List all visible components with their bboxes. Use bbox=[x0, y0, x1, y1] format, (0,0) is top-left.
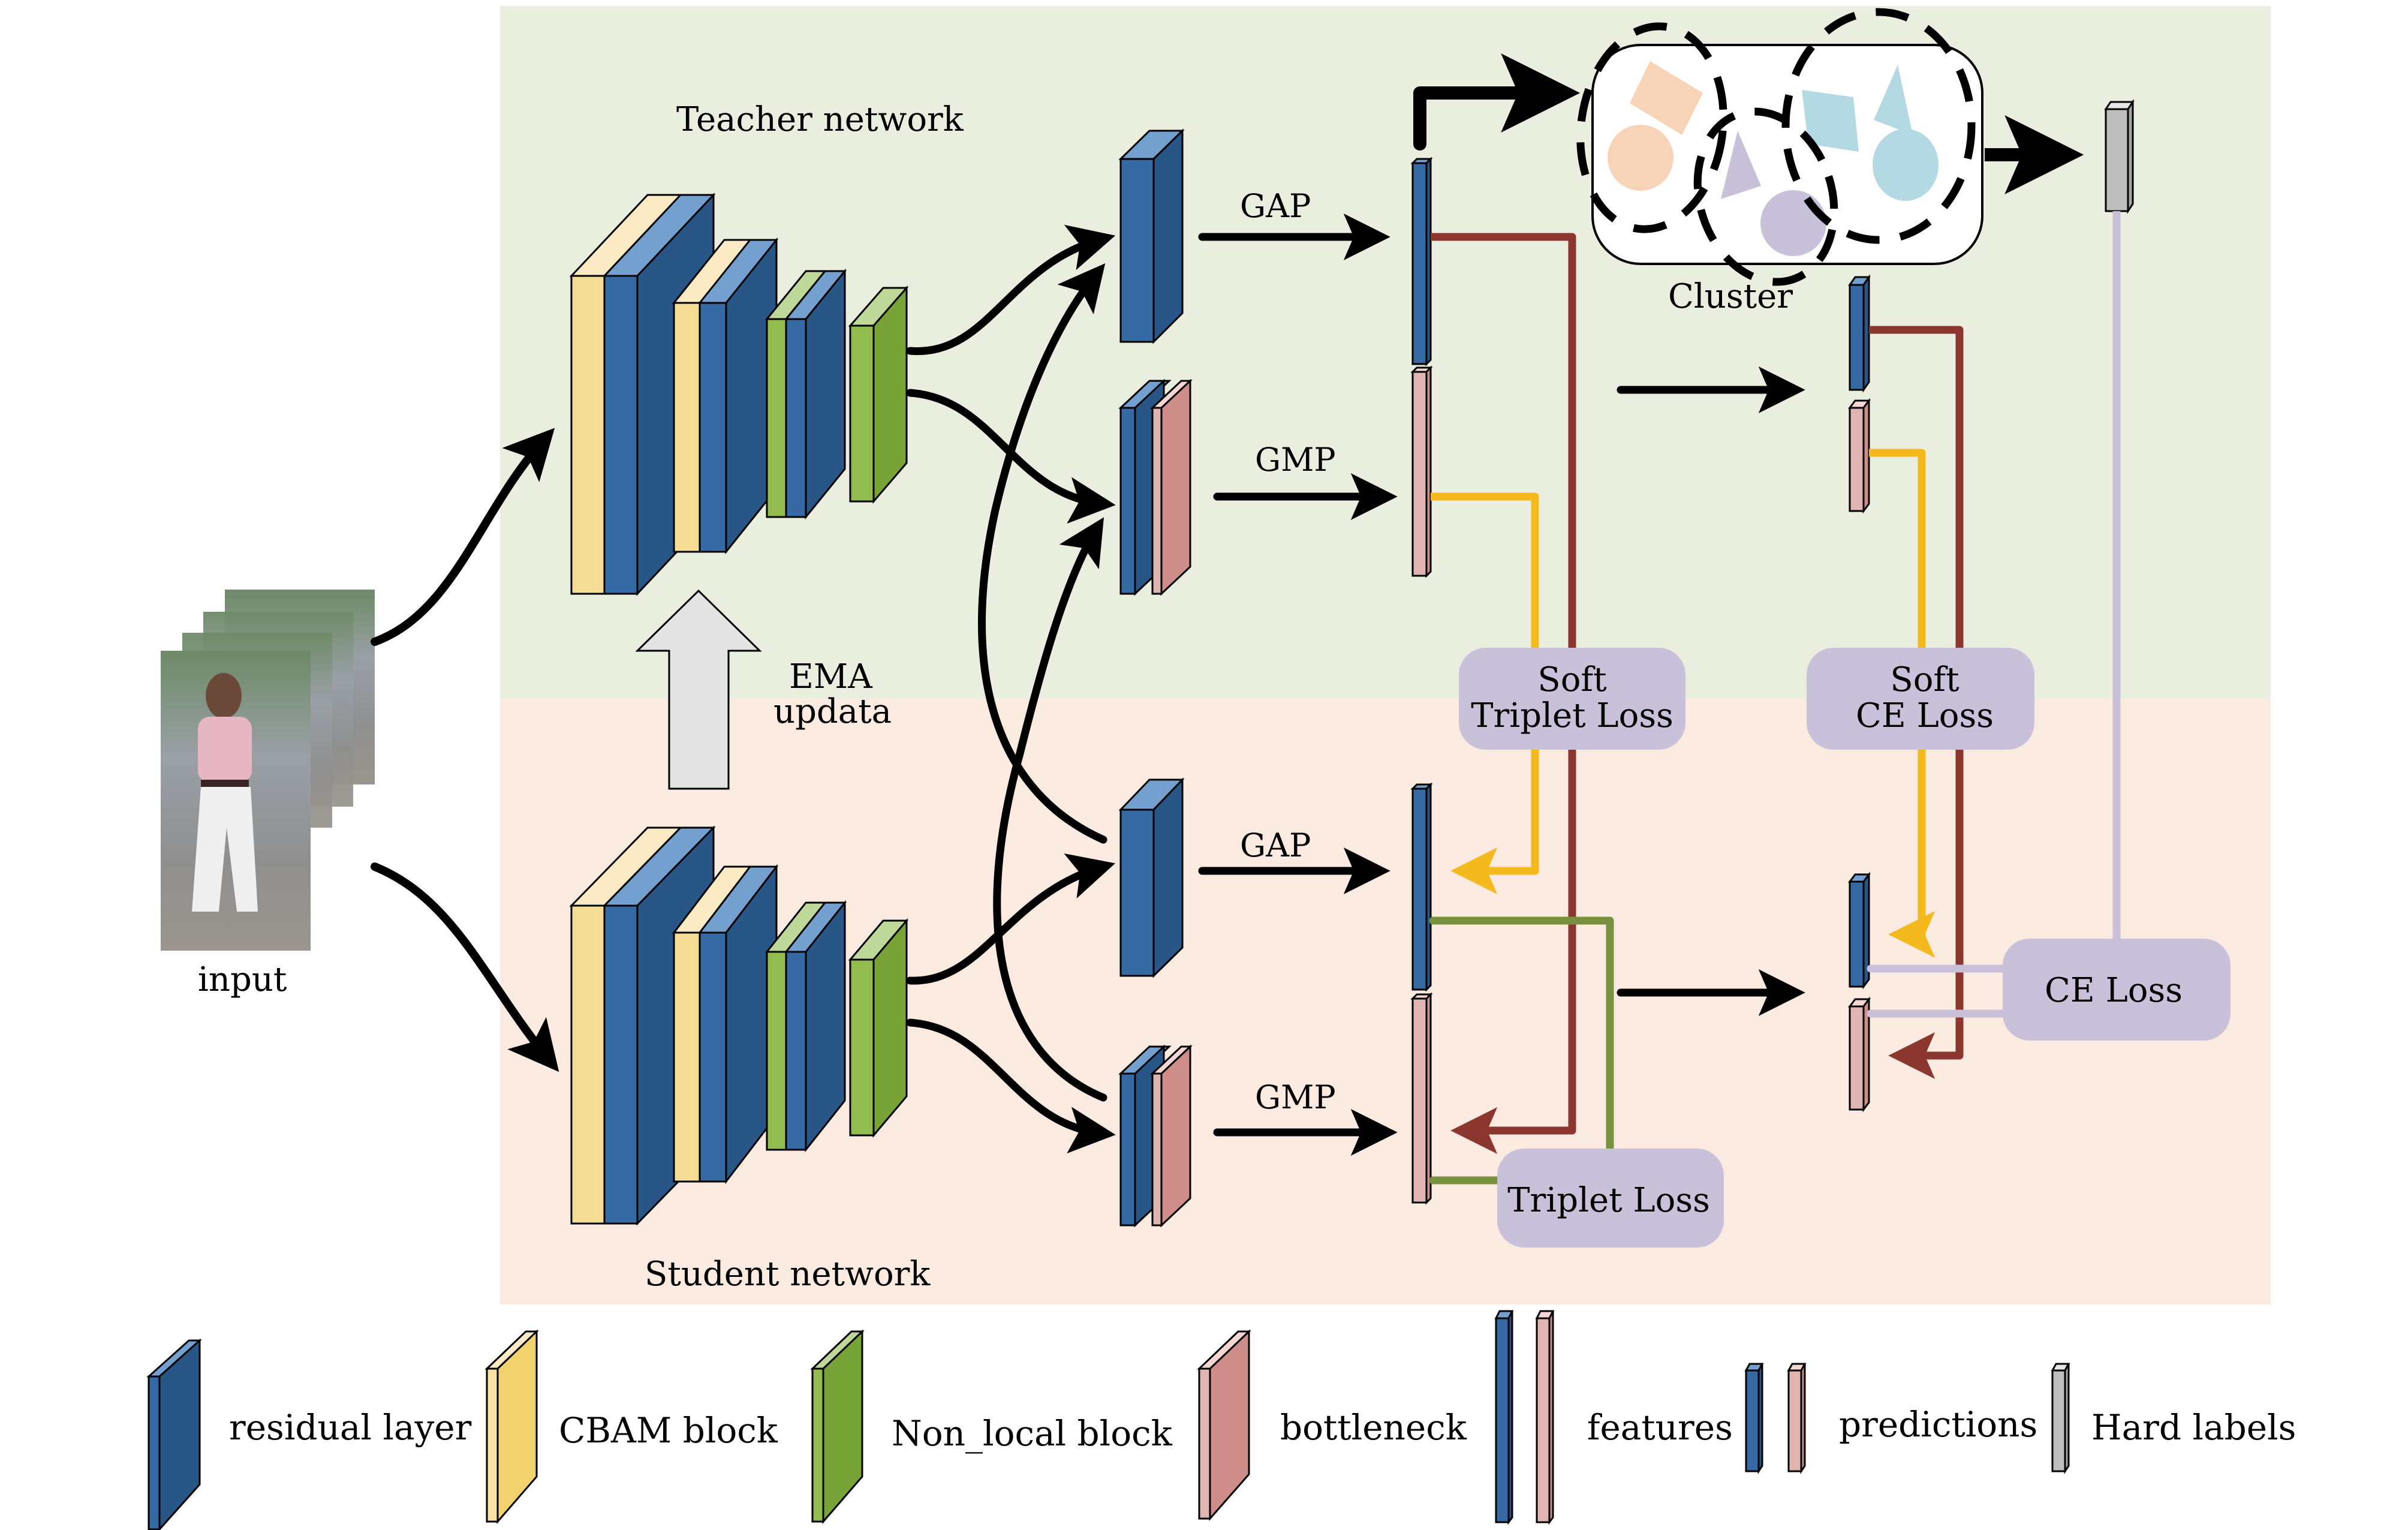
cluster-orange-circle bbox=[1608, 125, 1673, 191]
legend-item-residual-layer: residual layer bbox=[146, 1338, 472, 1530]
legend-label-cbam-block: CBAM block bbox=[559, 1410, 778, 1451]
legend-label-hard-labels: Hard labels bbox=[2091, 1407, 2296, 1448]
legend-item-features: features bbox=[1494, 1310, 1733, 1525]
input-to-student-arrow bbox=[371, 862, 559, 1072]
teacher-gmp-prediction bbox=[1848, 398, 1871, 514]
triplet-loss-box: Triplet Loss bbox=[1497, 1149, 1724, 1248]
cluster-orange-square bbox=[1630, 61, 1703, 135]
teacher-gmp-label: GMP bbox=[1255, 441, 1336, 479]
cluster-box bbox=[1576, 8, 1983, 286]
teacher-gmp-feature-map bbox=[1118, 378, 1193, 596]
student-gmp-label: GMP bbox=[1255, 1078, 1336, 1116]
student-gmp-feature-vector bbox=[1410, 992, 1433, 1205]
person-figure bbox=[192, 673, 258, 912]
legend-label-features: features bbox=[1587, 1407, 1733, 1448]
student-gap-to-teacher-gap-arrow bbox=[978, 263, 1107, 844]
legend-label-residual-layer: residual layer bbox=[229, 1407, 472, 1448]
to-cluster-arrow bbox=[1413, 53, 1581, 151]
student-gmp-feature-map bbox=[1118, 1044, 1193, 1228]
soft-triplet-line2: Triplet Loss bbox=[1471, 696, 1673, 735]
legend-item-hard-labels: Hard labels bbox=[2051, 1363, 2296, 1474]
teacher-gap-feature-map bbox=[1118, 128, 1185, 344]
soft-ce-line1: Soft bbox=[1890, 660, 1959, 699]
legend-item-predictions: predictions bbox=[1744, 1363, 2037, 1474]
ce-loss-box: CE Loss bbox=[2003, 939, 2231, 1041]
teacher-network-label: Teacher network bbox=[676, 100, 964, 139]
cluster-group-purple bbox=[1693, 107, 1838, 286]
student-gap-feature-map bbox=[1118, 777, 1185, 978]
cluster-blue-square bbox=[1802, 90, 1859, 152]
soft-ce-loss-box: Soft CE Loss bbox=[1807, 648, 2034, 750]
student-network-label: Student network bbox=[645, 1255, 931, 1294]
legend-label-non-local-block: Non_local block bbox=[892, 1413, 1173, 1454]
student-gmp-to-teacher-gmp-arrow bbox=[993, 517, 1107, 1102]
ema-label-line1: EMA bbox=[789, 657, 872, 696]
input-label: input bbox=[198, 960, 287, 999]
ema-label-line2: updata bbox=[773, 692, 892, 731]
cluster-blue-circle bbox=[1873, 129, 1939, 201]
legend-label-predictions: predictions bbox=[1839, 1404, 2037, 1445]
teacher-gap-label: GAP bbox=[1240, 187, 1311, 225]
ce-loss-label: CE Loss bbox=[2045, 971, 2183, 1010]
input-to-teacher-arrow bbox=[371, 428, 555, 646]
cluster-purple-triangle bbox=[1721, 131, 1761, 199]
student-gap-label: GAP bbox=[1240, 826, 1311, 864]
cluster-group-blue bbox=[1781, 8, 1976, 244]
teacher-gap-feature-vector bbox=[1410, 157, 1433, 366]
teacher-gmp-feature-vector bbox=[1410, 365, 1433, 578]
cluster-blue-triangle bbox=[1874, 65, 1913, 135]
soft-ce-line2: CE Loss bbox=[1856, 696, 1994, 735]
legend-item-non-local-block: Non_local block bbox=[810, 1329, 1173, 1525]
soft-triplet-loss-box: Soft Triplet Loss bbox=[1459, 648, 1685, 750]
student-gap-prediction bbox=[1848, 871, 1871, 990]
triplet-green-connector-gap bbox=[1429, 916, 1614, 1153]
legend-label-bottleneck: bottleneck bbox=[1280, 1407, 1467, 1448]
input-image-stack bbox=[161, 590, 375, 951]
legend: residual layer CBAM block Non_local bloc… bbox=[146, 1310, 2296, 1530]
cluster-label: Cluster bbox=[1668, 277, 1793, 316]
cluster-group-orange bbox=[1576, 22, 1727, 233]
soft-triplet-line1: Soft bbox=[1537, 660, 1607, 699]
teacher-to-gmp-arrow bbox=[906, 389, 1116, 524]
student-gap-feature-vector bbox=[1410, 782, 1433, 992]
teacher-backbone bbox=[569, 193, 909, 596]
ema-update-arrow bbox=[635, 589, 762, 790]
student-to-gmp-arrow bbox=[906, 1018, 1116, 1154]
hard-labels-bar bbox=[2104, 99, 2135, 214]
triplet-loss-label: Triplet Loss bbox=[1507, 1181, 1710, 1220]
teacher-to-gap-arrow bbox=[906, 224, 1116, 355]
cluster-purple-circle bbox=[1760, 190, 1826, 256]
student-backbone bbox=[569, 825, 909, 1226]
student-gmp-prediction bbox=[1848, 996, 1871, 1113]
legend-item-cbam-block: CBAM block bbox=[484, 1329, 778, 1525]
legend-item-bottleneck: bottleneck bbox=[1197, 1329, 1467, 1521]
teacher-gap-prediction bbox=[1848, 274, 1871, 393]
